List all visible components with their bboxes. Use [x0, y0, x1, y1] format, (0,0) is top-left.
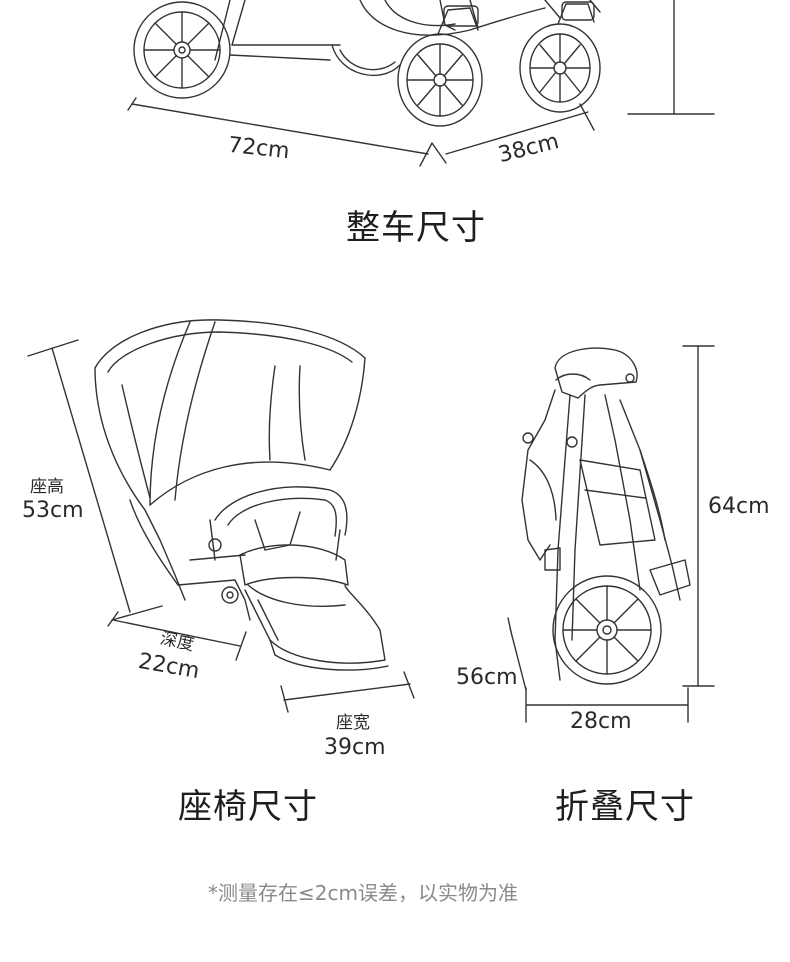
height-dimension-line [627, 0, 715, 115]
full-stroller-drawing [127, 0, 715, 167]
seat-depth-dimension-line [107, 611, 247, 661]
folded-depth-value: 56cm [456, 665, 518, 690]
folded-caption: 折叠尺寸 [555, 787, 695, 827]
folded-height-dimension-line [682, 345, 715, 687]
seat-height-label: 座高 [30, 477, 64, 497]
full-stroller-caption: 整车尺寸 [346, 208, 486, 248]
folded-height-value: 64cm [708, 494, 770, 519]
folded-depth-dimension-line [507, 617, 527, 691]
front-wheel-right [519, 1, 601, 113]
folded-wheel [552, 575, 662, 685]
front-wheel-center [397, 5, 483, 127]
seat-drawing [27, 319, 415, 713]
seat-width-dimension-line [280, 671, 415, 713]
folded-drawing [507, 345, 715, 723]
seat-height-value: 53cm [22, 498, 84, 523]
folded-width-value: 28cm [570, 709, 632, 734]
seat-width-label: 座宽 [336, 713, 370, 733]
measurement-footnote: *测量存在≤2cm误差，以实物为准 [208, 881, 518, 905]
length-dimension-line [127, 97, 447, 167]
folded-width-dimension-line [525, 687, 689, 723]
seat-width-value: 39cm [324, 735, 386, 760]
seat-caption: 座椅尺寸 [178, 787, 318, 827]
rear-wheel-left [133, 1, 231, 99]
seat-height-dimension-line [27, 339, 163, 621]
width-dimension-line [445, 103, 595, 155]
